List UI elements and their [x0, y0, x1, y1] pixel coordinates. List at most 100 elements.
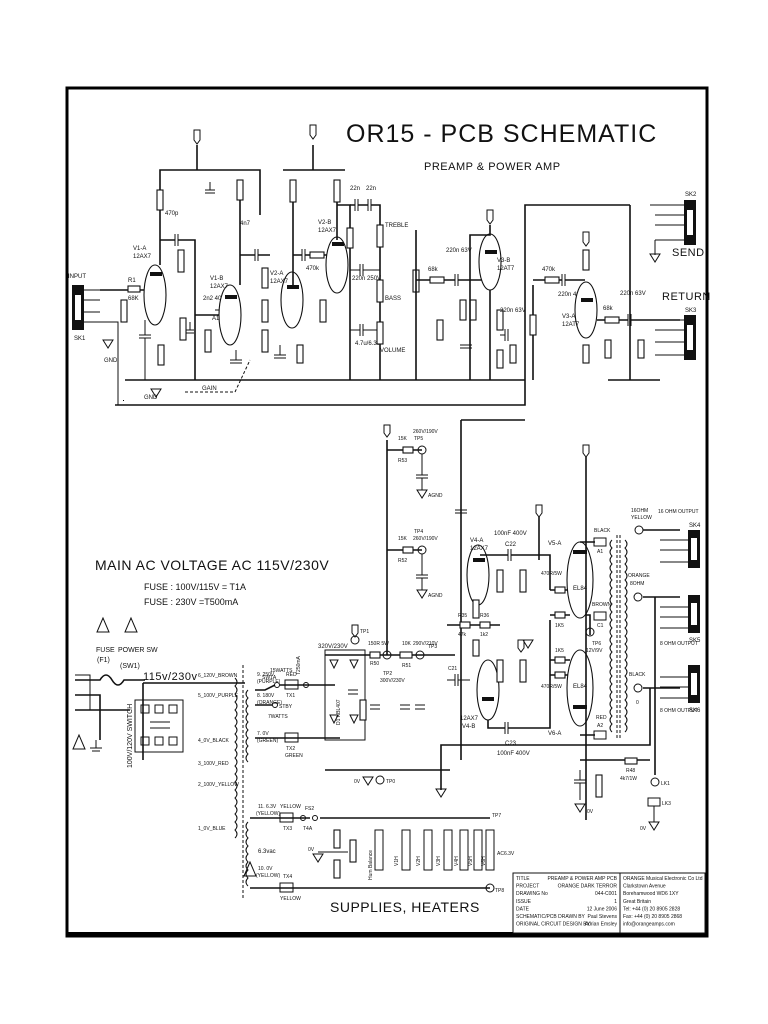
send-label: SEND [672, 247, 705, 259]
c8-capacitor [274, 345, 286, 359]
c7-value: 4n7 [240, 221, 251, 227]
c23-id: C23 [505, 741, 517, 747]
v1-b-plus-rail [159, 169, 261, 265]
sk3-label: SK3 [685, 308, 697, 314]
agnd-icons [416, 489, 428, 599]
r31-value: 68k [603, 306, 614, 312]
r44-resistor [554, 671, 566, 679]
title-block-value: 044-C001 [595, 891, 617, 897]
title-block: TITLE PREAMP & POWER AMP PCB PROJECT ORANGE… [512, 872, 706, 934]
r47-resistor [595, 774, 603, 798]
c1-color: BROWN [592, 602, 612, 608]
c24-capacitor [574, 770, 586, 800]
tx2-color: GREEN [285, 753, 303, 759]
c12-value: 22n [366, 186, 376, 192]
r36-resistor [479, 621, 491, 629]
v3a-type: 12AT7 [562, 322, 580, 328]
hv-rails [325, 654, 455, 771]
selector-label: 115v/230v [143, 671, 197, 683]
sec-8ohm-label: 8OHM [630, 581, 644, 587]
fs2-fuse-icon [300, 815, 306, 821]
lk1-label: LK1 [661, 781, 670, 787]
r28-resistor [544, 276, 560, 284]
gnd-label: GND [104, 358, 118, 364]
sec-tap-9: 9. 250V [257, 672, 275, 678]
pi-feed-wire [460, 419, 525, 760]
r21-resistor [436, 319, 444, 341]
title-block-frame [512, 872, 706, 934]
sw1a-label: SW1A [262, 675, 277, 681]
title-block-value: PREAMP & POWER AMP PCB [547, 876, 617, 882]
r44-value: 470R/5W [541, 684, 562, 690]
tp0-label: TP0 [386, 779, 395, 785]
tx3-id: TX3 [283, 826, 292, 832]
c22-capacitor [507, 549, 512, 561]
v4b-id: V4-B [462, 724, 475, 730]
company-address-line: ORANGE Musical Electronic Co Ltd [623, 876, 703, 882]
input-jack-contacts [84, 289, 119, 405]
tx1-connector [284, 679, 299, 690]
tp2-value: 300V/230V [380, 678, 405, 684]
r50-resistor [369, 651, 381, 659]
v2b-id: V2-B [318, 220, 331, 226]
warning-power-sw-icon [124, 616, 138, 633]
send-jack-contacts [650, 204, 684, 255]
fx-send-wire [608, 205, 660, 381]
sec-tap-7-color: (GREEN) [257, 738, 278, 744]
r46-value: 1K5 [555, 648, 564, 654]
out2-label: 8 OHM OUTPUT [660, 641, 698, 647]
v5a-type: EL84 [573, 586, 588, 592]
r42-resistor [519, 659, 527, 683]
title-block-key: PROJECT [516, 884, 539, 890]
r2-resistor [120, 299, 128, 323]
v4a-plate [473, 558, 485, 562]
agnd-label: AGND [428, 493, 443, 499]
primary-tap-1: 6_120V_BROWN [198, 673, 238, 679]
voltage-selector-switch[interactable] [134, 699, 184, 753]
title-block-key: DRAWING No [516, 891, 548, 897]
company-address-line: info@orangeamps.com [623, 922, 675, 928]
title-block-key: TITLE [516, 876, 530, 882]
c4-value: 2n2 400V [203, 296, 229, 302]
sec-8ohm-color: ORANGE [628, 573, 650, 579]
tp4-value: 260V/190V [413, 536, 438, 542]
rail-marker-e-icon [193, 129, 201, 145]
r35-value: 47k [458, 632, 467, 638]
title-block-value: Adrian Emsley [585, 922, 618, 928]
title-block-value: Paul Stevens [588, 914, 618, 920]
tp3-id: TP3 [428, 644, 437, 650]
heater-v6h-icon [485, 829, 495, 871]
r15-resistor [296, 344, 304, 364]
r45-resistor [554, 611, 566, 619]
lk3-gnd-icon [648, 806, 660, 831]
fs1-rating: T250mA [296, 655, 302, 675]
r52-resistor [402, 546, 414, 554]
title-block-key: SCHEMATIC/PCB DRAWN BY [516, 914, 586, 920]
lk3-label: LK3 [662, 801, 671, 807]
vr4-note: Hum Balance [368, 850, 374, 880]
transformer-primary-winding [234, 677, 238, 839]
primary-tap-6: 1_0V_BLUE [198, 826, 226, 832]
r45-value: 1K5 [555, 623, 564, 629]
hv-label: 320V/230V [318, 644, 348, 650]
v4a-tube-icon [466, 544, 490, 606]
power-amp: V4-A 12AX7 100nF 400V C22 R35 47k R36 1k… [435, 419, 701, 832]
sk6-label: SK6 [689, 708, 701, 714]
primary-feed [142, 682, 245, 760]
r37-resistor [472, 639, 480, 657]
r48-resistor [624, 757, 638, 765]
c18-capacitor [561, 274, 566, 286]
heater-v3h: V3H [436, 856, 442, 866]
r39-resistor [496, 569, 504, 593]
c23-value: 100nF 400V [497, 751, 530, 757]
preamp-section: INPUT SK1 GND R1 68K GND V1-A 12AX7 470p… [68, 124, 710, 406]
r41-resistor [519, 569, 527, 593]
power-sw-ref: (SW1) [120, 663, 140, 670]
c1-connector [593, 611, 607, 621]
sk5-label: SK5 [689, 638, 701, 644]
company-address-line: Tel: +44 (0) 20 8905 2828 [623, 906, 680, 912]
r53-id: R53 [398, 458, 407, 464]
0v-label: 0V [354, 779, 361, 785]
tx4-id: TX4 [283, 874, 292, 880]
